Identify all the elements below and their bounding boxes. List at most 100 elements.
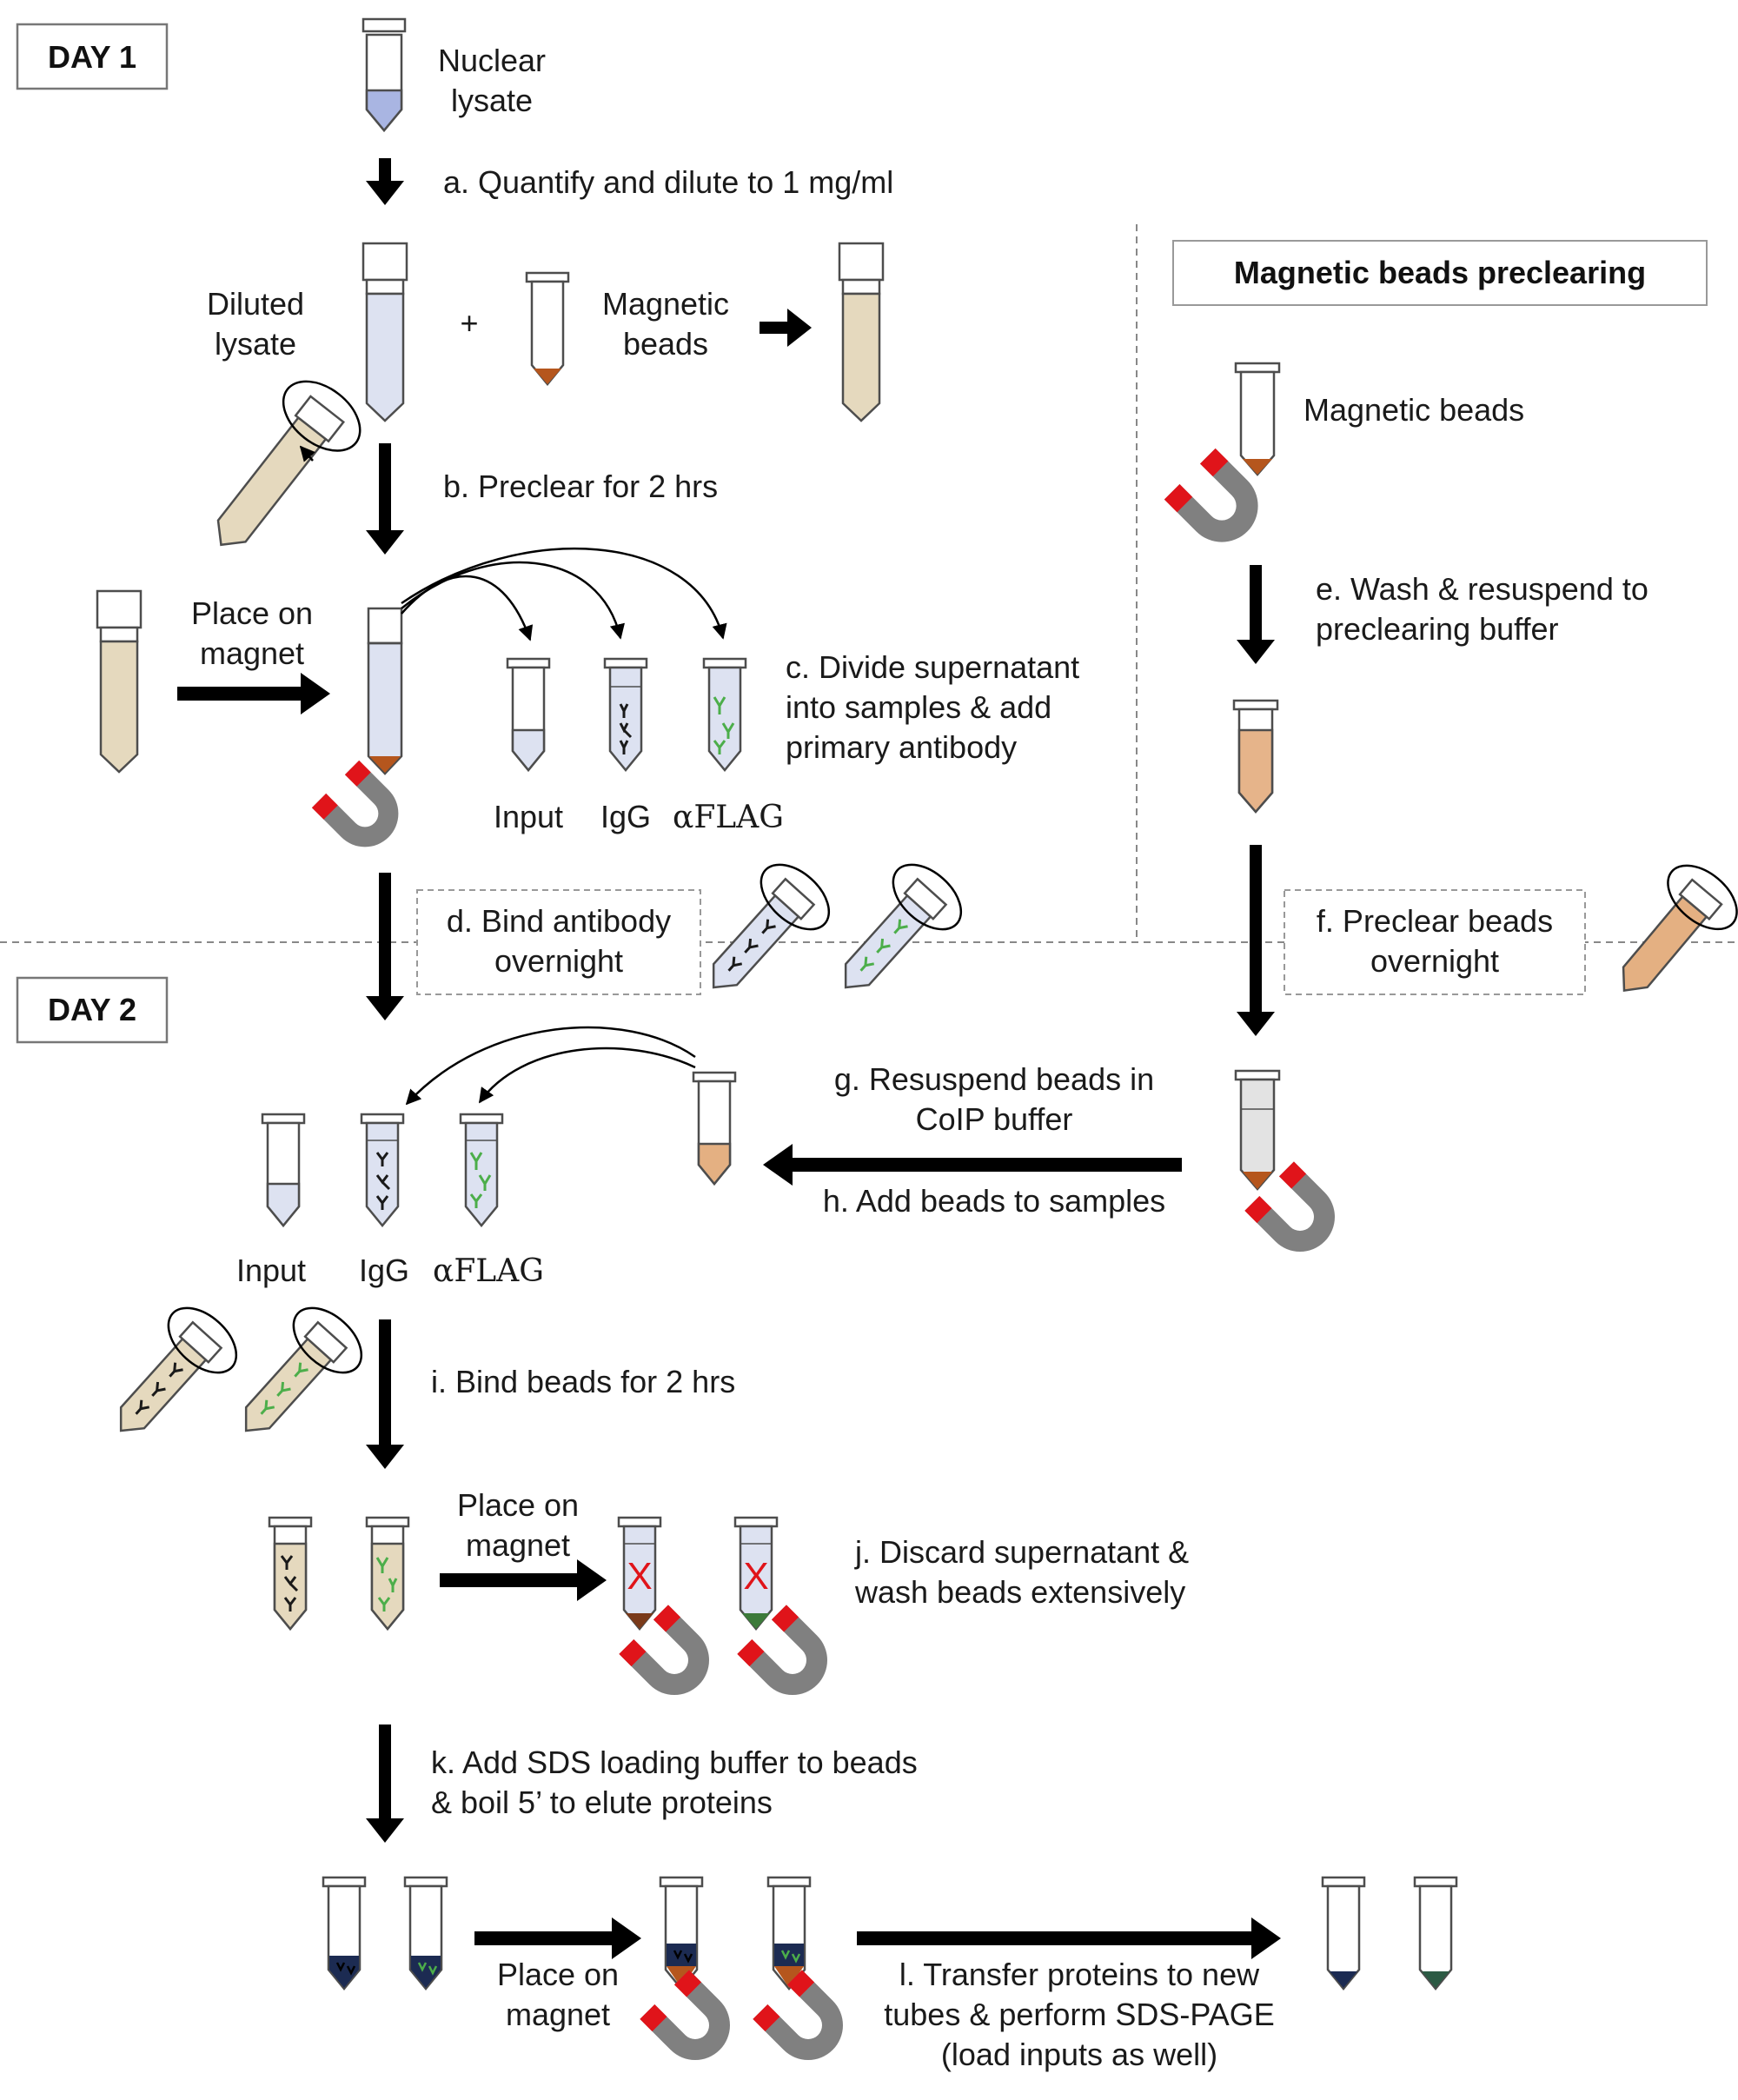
rotating-flag-bead-tube bbox=[244, 1306, 363, 1432]
step-k-label-2: & boil 5’ to elute proteins bbox=[431, 1784, 773, 1820]
arrow-d bbox=[366, 873, 404, 1020]
igg-tube-day1 bbox=[603, 657, 648, 772]
magnet-label-1: magnet bbox=[200, 635, 304, 671]
nuclear-lysate-label: Nuclear bbox=[438, 43, 546, 78]
day2-label: DAY 2 bbox=[48, 992, 136, 1027]
diluted-lysate-tube bbox=[362, 242, 408, 422]
arrow-a bbox=[366, 158, 404, 205]
step-d-label-2: overnight bbox=[494, 943, 623, 979]
add-beads-arrow-flag bbox=[478, 1047, 696, 1104]
discard-tube-igg: X bbox=[617, 1516, 662, 1631]
step-a-label: a. Quantify and dilute to 1 mg/ml bbox=[443, 164, 893, 200]
step-j-label-2: wash beads extensively bbox=[854, 1574, 1185, 1610]
precleared-tube bbox=[96, 589, 143, 774]
magnetic-beads-label: Magnetic bbox=[602, 286, 729, 322]
step-f-label: f. Preclear beads bbox=[1317, 903, 1553, 939]
step-l-label-3: (load inputs as well) bbox=[941, 2037, 1217, 2072]
divide-arrow-flag bbox=[401, 547, 727, 640]
diluted-lysate-label-2: lysate bbox=[215, 326, 296, 362]
rotation-arrow-1 bbox=[299, 445, 315, 462]
step-f-box: f. Preclear beads overnight bbox=[1284, 889, 1586, 995]
igg-label-day2: IgG bbox=[359, 1253, 409, 1288]
divide-arrow-igg bbox=[401, 561, 625, 640]
day2-label-box: DAY 2 bbox=[16, 976, 169, 1044]
rotating-beads-tube bbox=[1622, 864, 1738, 993]
arrow-f bbox=[1237, 845, 1275, 1036]
input-tube-day2 bbox=[261, 1113, 306, 1227]
discard-mark-flag: X bbox=[743, 1555, 768, 1598]
place-on-label-3: Place on bbox=[497, 1957, 619, 1992]
step-d-box: d. Bind antibody overnight bbox=[416, 889, 701, 995]
rotating-igg-bead-tube bbox=[119, 1306, 238, 1432]
arrow-k bbox=[366, 1725, 404, 1843]
igg-tube-day2 bbox=[360, 1113, 405, 1227]
step-j-label: j. Discard supernatant & bbox=[854, 1534, 1189, 1570]
divide-arrow-input bbox=[401, 575, 534, 641]
magnetic-beads-label-2: beads bbox=[623, 326, 708, 362]
washed-beads-tube bbox=[1232, 699, 1279, 814]
step-c-label-3: primary antibody bbox=[786, 729, 1017, 765]
magnetic-beads-tube bbox=[525, 271, 570, 386]
supernatant-tube bbox=[367, 607, 403, 775]
final-tube-flag bbox=[1413, 1876, 1458, 1990]
magnet-6 bbox=[640, 1970, 745, 2075]
place-on-magnet-arrow-2 bbox=[440, 1559, 607, 1601]
separated-tube-igg bbox=[659, 1876, 704, 1990]
rotating-mixture-tube bbox=[216, 380, 362, 547]
magnet-1 bbox=[311, 760, 413, 861]
discard-tube-flag: X bbox=[733, 1516, 779, 1631]
flag-tube-day1 bbox=[702, 657, 747, 772]
step-b-label: b. Preclear for 2 hrs bbox=[443, 469, 718, 504]
arrow-e bbox=[1237, 565, 1275, 664]
add-beads-arrow-igg bbox=[405, 1026, 696, 1106]
mix-arrow bbox=[760, 309, 812, 347]
eluate-tube-igg bbox=[322, 1876, 367, 1990]
igg-bound-tube bbox=[268, 1516, 313, 1631]
magnet-7 bbox=[753, 1970, 858, 2075]
day1-label-box: DAY 1 bbox=[16, 23, 169, 90]
section-title: Magnetic beads preclearing bbox=[1234, 255, 1646, 290]
flag-label-day2: αFLAG bbox=[433, 1253, 544, 1289]
arrow-b bbox=[366, 443, 404, 555]
flag-bound-tube bbox=[365, 1516, 410, 1631]
input-label-day1: Input bbox=[494, 799, 563, 834]
step-i-label: i. Bind beads for 2 hrs bbox=[431, 1364, 735, 1399]
step-d-label: d. Bind antibody bbox=[447, 903, 671, 939]
magnetic-beads-right-label: Magnetic beads bbox=[1304, 392, 1524, 428]
flag-tube-day2 bbox=[459, 1113, 504, 1227]
preclearing-section-box: Magnetic beads preclearing bbox=[1172, 240, 1708, 306]
magnet-label-3: magnet bbox=[506, 1997, 610, 2032]
rotating-igg-tube bbox=[712, 863, 831, 989]
step-l-label: l. Transfer proteins to new bbox=[899, 1957, 1260, 1992]
mixture-tube bbox=[838, 242, 885, 422]
rotating-flag-tube bbox=[844, 863, 963, 989]
igg-label-day1: IgG bbox=[600, 799, 651, 834]
flag-antibody-glyphs bbox=[713, 696, 735, 754]
place-on-magnet-arrow-1 bbox=[177, 673, 330, 714]
arrow-i bbox=[366, 1319, 404, 1469]
step-g-label: g. Resuspend beads in bbox=[834, 1061, 1154, 1097]
step-g-label-2: CoIP buffer bbox=[916, 1101, 1073, 1137]
flag-label-day1: αFLAG bbox=[673, 800, 784, 835]
place-on-label-2: Place on bbox=[457, 1487, 579, 1523]
step-l-label-2: tubes & perform SDS-PAGE bbox=[884, 1997, 1275, 2032]
step-f-label-2: overnight bbox=[1370, 943, 1499, 979]
discard-mark-igg: X bbox=[627, 1555, 652, 1598]
arrow-g-h bbox=[763, 1144, 1182, 1186]
step-e-label-2: preclearing buffer bbox=[1316, 611, 1559, 647]
nuclear-lysate-label-2: lysate bbox=[451, 83, 533, 118]
igg-antibody-glyphs bbox=[619, 703, 633, 754]
magnet-label-2: magnet bbox=[466, 1527, 570, 1563]
step-c-label-2: into samples & add bbox=[786, 689, 1051, 725]
step-e-label: e. Wash & resuspend to bbox=[1316, 571, 1648, 607]
step-c-label: c. Divide supernatant bbox=[786, 649, 1079, 685]
plus-sign: + bbox=[460, 305, 478, 341]
step-k-label: k. Add SDS loading buffer to beads bbox=[431, 1744, 918, 1780]
place-on-label-1: Place on bbox=[191, 595, 313, 631]
diluted-lysate-label: Diluted bbox=[207, 286, 304, 322]
day1-label: DAY 1 bbox=[48, 39, 136, 75]
place-on-magnet-arrow-3 bbox=[474, 1917, 641, 1959]
nuclear-lysate-tube bbox=[362, 17, 407, 132]
input-tube-day1 bbox=[506, 657, 551, 772]
